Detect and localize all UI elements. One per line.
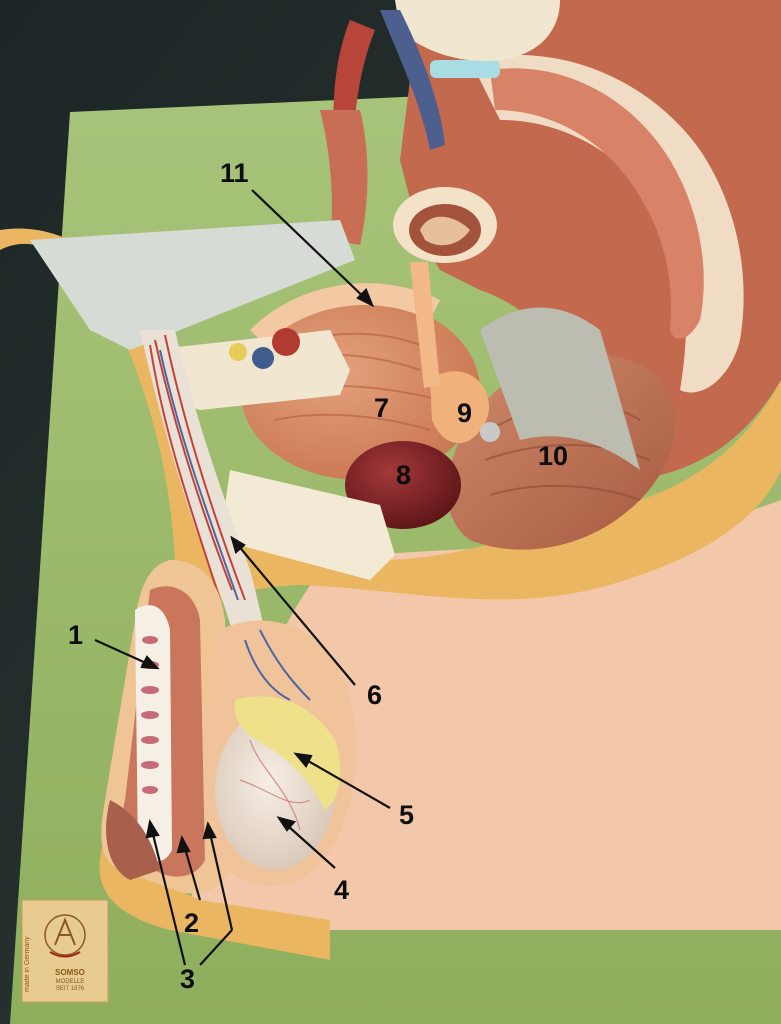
logo-sub-modelle: MODELLE [55, 979, 85, 985]
pubic-bone-lower [220, 470, 395, 580]
label-3: 3 [180, 964, 196, 994]
glans-tip [106, 800, 160, 880]
corpus-spongiosum [135, 605, 172, 862]
inguinal-ligament [30, 220, 355, 350]
vertebral-bone [490, 68, 704, 339]
disc [430, 60, 500, 78]
peritoneum-layer [250, 283, 440, 345]
rectum-lumen-fold [420, 216, 470, 246]
rectal-tube [480, 307, 640, 470]
seminal-vesicle [430, 371, 490, 444]
somso-logo-mark [21, 899, 109, 1003]
label-6: 6 [367, 680, 383, 710]
femoral-vein [252, 347, 274, 369]
vas-deferens-ampulla [410, 262, 440, 388]
cord-vessels [149, 334, 246, 601]
femoral-nerve [229, 343, 247, 361]
logo-since: SEIT 1876 [55, 986, 85, 992]
label-11: 11 [220, 158, 249, 188]
label-10: 10 [538, 441, 569, 471]
muscle-psoas [320, 110, 368, 245]
leader-arrows [94, 189, 391, 966]
femoral-artery [272, 328, 300, 356]
ejaculatory-duct-cap [480, 422, 500, 442]
pubic-bone [150, 330, 350, 410]
cord-veins [159, 349, 239, 601]
label-1: 1 [68, 620, 84, 650]
logo-side-text: made in Germany [24, 936, 31, 992]
vessel-vein [380, 10, 445, 150]
label-8: 8 [396, 460, 412, 490]
logo-brand: SOMSO [55, 968, 85, 977]
bone-top [395, 0, 560, 61]
label-5: 5 [399, 800, 415, 830]
spinal-section [470, 54, 744, 393]
scrotal-vessels [244, 629, 311, 701]
label-9: 9 [457, 398, 473, 428]
epididymis [234, 696, 341, 810]
label-7: 7 [374, 393, 390, 423]
label-4: 4 [334, 875, 350, 905]
label-2: 2 [184, 908, 200, 938]
